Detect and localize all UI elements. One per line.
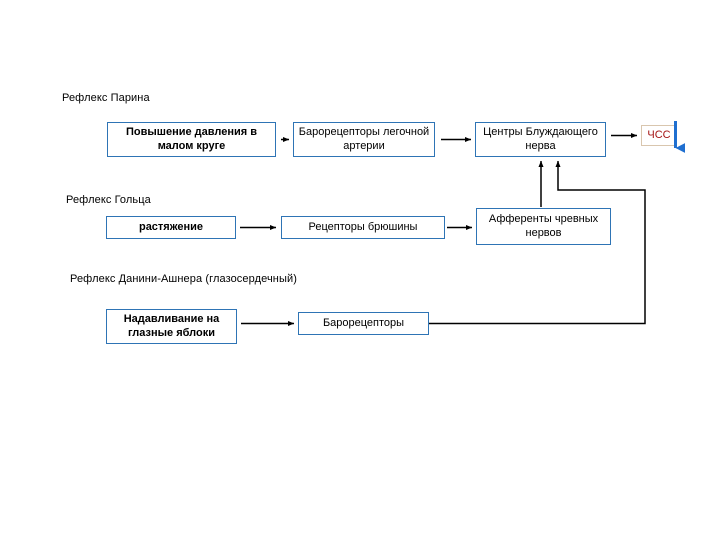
node-peritoneum-receptors[interactable]: Рецепторы брюшины — [281, 216, 445, 239]
section-title-parin: Рефлекс Парина — [62, 92, 150, 104]
node-press-on-eyeballs[interactable]: Надавливание на глазные яблоки — [106, 309, 237, 344]
node-baroreceptors-pulmonary-artery[interactable]: Барорецепторы легочной артерии — [293, 122, 435, 157]
node-heart-rate[interactable]: ЧСС — [641, 125, 677, 146]
node-vagus-nerve-centers[interactable]: Центры Блуждающего нерва — [475, 122, 606, 157]
node-pressure-small-circle[interactable]: Повышение давления в малом круге — [107, 122, 276, 157]
section-title-danini: Рефлекс Данини-Ашнера (глазосердечный) — [70, 273, 297, 285]
node-baroreceptors-eye[interactable]: Барорецепторы — [298, 312, 429, 335]
section-title-goltz: Рефлекс Гольца — [66, 194, 151, 206]
node-stretch[interactable]: растяжение — [106, 216, 236, 239]
node-celiac-nerve-afferents[interactable]: Афференты чревных нервов — [476, 208, 611, 245]
